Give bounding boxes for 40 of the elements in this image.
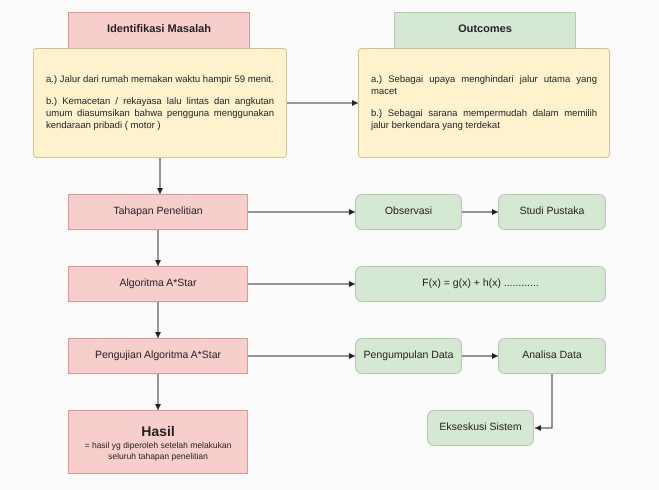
arrow bbox=[157, 158, 163, 194]
box-label: Analisa Data bbox=[521, 349, 583, 363]
process-box bbox=[68, 338, 248, 374]
heading: Hasil bbox=[140, 422, 176, 440]
process-box bbox=[68, 194, 248, 230]
rounded-box bbox=[498, 338, 606, 374]
rounded-box bbox=[355, 194, 462, 230]
rounded-box bbox=[355, 338, 462, 374]
rounded-box bbox=[355, 266, 606, 302]
arrow bbox=[534, 374, 552, 431]
process-box bbox=[68, 266, 248, 302]
arrow bbox=[155, 230, 161, 266]
box-label: Tahapan Penelitian bbox=[112, 205, 204, 219]
arrow bbox=[248, 281, 356, 287]
note-text: a.) Sebagai upaya menghindari jalur utama yang macet bbox=[371, 74, 597, 98]
box-label: Studi Pustaka bbox=[518, 205, 586, 219]
box-label: Observasi bbox=[384, 205, 434, 219]
box-label: F(x) = g(x) + h(x) ............ bbox=[421, 277, 540, 291]
note-box bbox=[358, 48, 610, 158]
arrow bbox=[462, 353, 498, 359]
arrow bbox=[155, 374, 161, 410]
arrow bbox=[248, 353, 356, 359]
note-text: b.) Kemacetan / rekayasa lalu lintas dan angkutan umum diasumsikan bahwa pengguna menggunakan kendaraan pribadi ( motor ) bbox=[46, 96, 274, 132]
process-box bbox=[68, 410, 248, 474]
arrow bbox=[462, 209, 498, 215]
box-label: Pengumpulan Data bbox=[362, 349, 454, 363]
box-label: = hasil yg diperoleh setelah melakukan seluruh tahapan penelitian bbox=[84, 440, 232, 462]
arrow bbox=[155, 302, 161, 338]
note-box bbox=[33, 48, 287, 158]
note-text: a.) Jalur dari rumah memakan waktu hampir 59 menit. bbox=[46, 74, 274, 86]
box-label: Identifikasi Masalah bbox=[106, 23, 212, 37]
box-label: Outcomes bbox=[457, 23, 513, 37]
rounded-box bbox=[427, 410, 534, 446]
arrow bbox=[286, 100, 358, 106]
box-label: Pengujian Algoritma A*Star bbox=[94, 349, 222, 363]
note-text: b.) Sebagai sarana mempermudah dalam memilih jalur berkendara yang terdekat bbox=[371, 108, 597, 132]
rounded-box bbox=[498, 194, 606, 230]
box-label: Ekseskusi Sistem bbox=[438, 421, 523, 435]
arrow bbox=[248, 209, 356, 215]
box-label: Algoritma A*Star bbox=[118, 277, 198, 291]
